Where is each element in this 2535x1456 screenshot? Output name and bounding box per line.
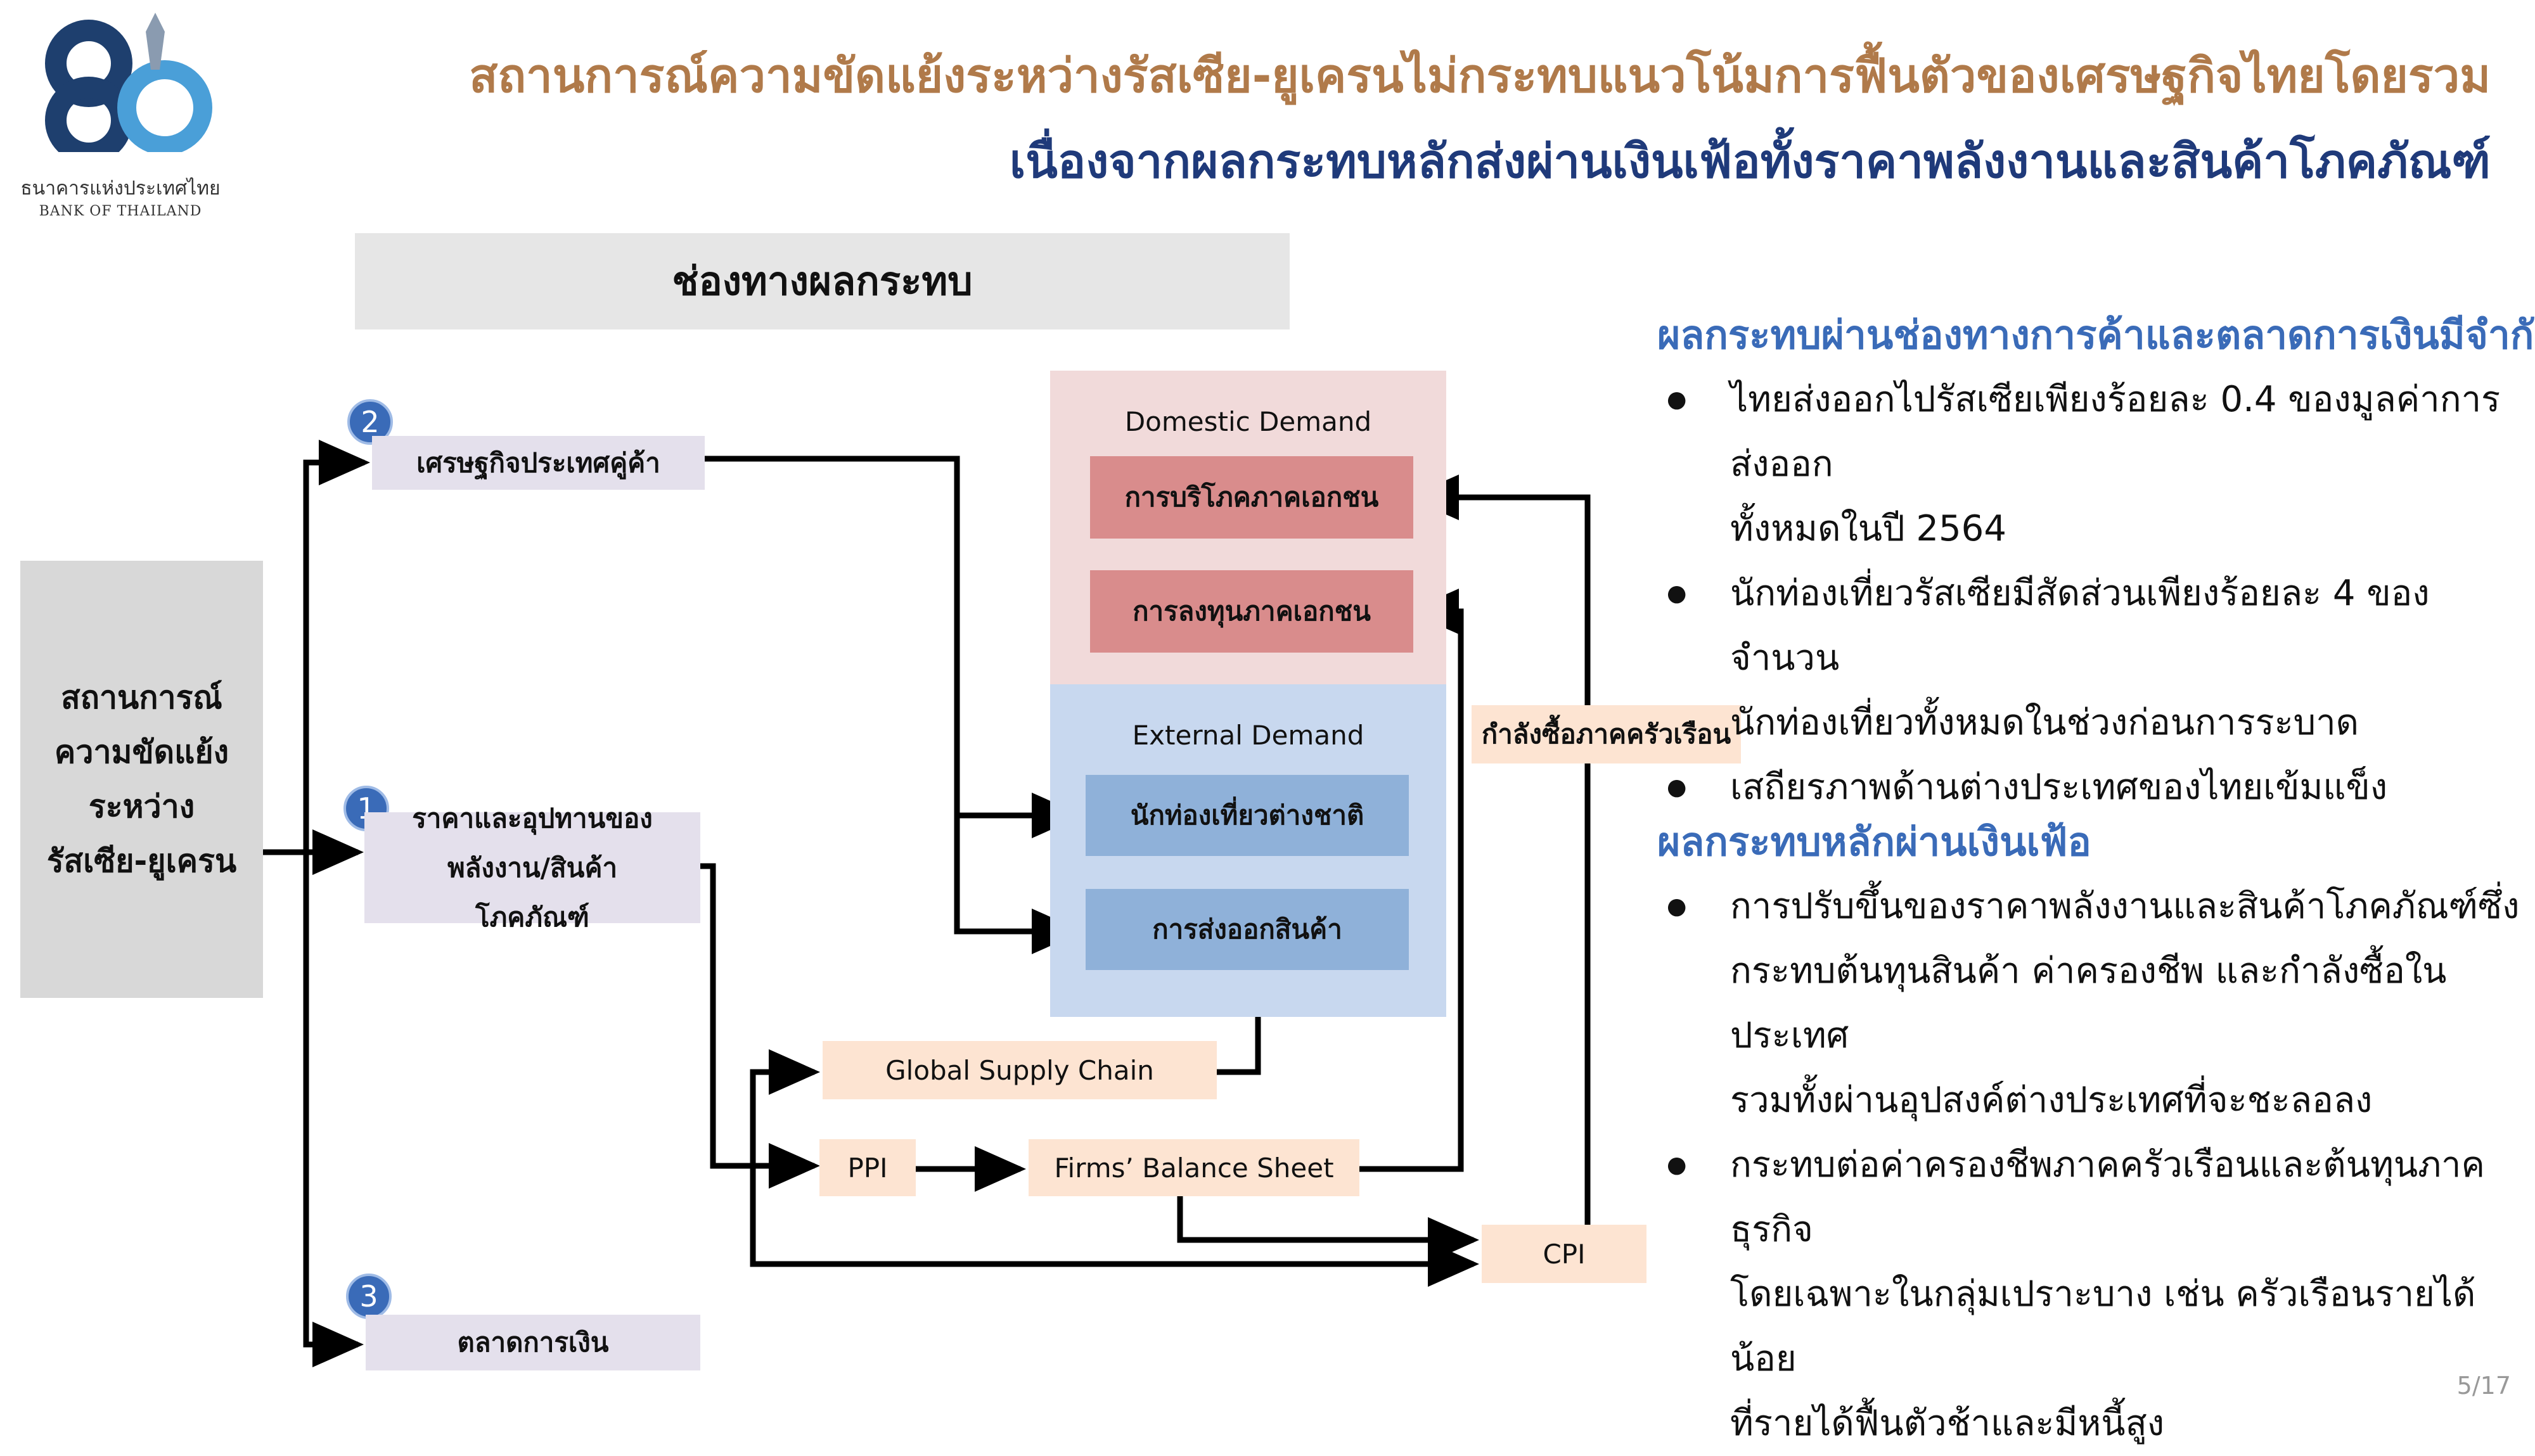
section2-bullet-list: การปรับขึ้นของราคาพลังงานและสินค้าโภคภัณ…	[1667, 874, 2522, 1456]
logo-name-en: BANK OF THAILAND	[39, 203, 202, 219]
goods-exports-box: การส่งออกสินค้า	[1086, 889, 1409, 970]
section2-bullet-1: การปรับขึ้นของราคาพลังงานและสินค้าโภคภัณ…	[1667, 874, 2522, 1133]
domestic-demand-panel: Domestic Demand การบริโภคภาคเอกชน การลงท…	[1050, 371, 1446, 684]
section2-bullet-2-line1: กระทบต่อค่าครองชีพภาคครัวเรือนและต้นทุนภ…	[1730, 1144, 2485, 1250]
section2-bullet-2: กระทบต่อค่าครองชีพภาคครัวเรือนและต้นทุนภ…	[1667, 1133, 2522, 1456]
diagram-header: ช่องทางผลกระทบ	[355, 233, 1290, 329]
source-conflict-label: สถานการณ์ ความขัดแย้ง ระหว่าง รัสเซีย-ยู…	[46, 679, 237, 879]
section1-bullet-2-line2: นักท่องเที่ยวทั้งหมดในช่วงก่อนการระบาด	[1730, 702, 2359, 743]
private-consumption-box: การบริโภคภาคเอกชน	[1090, 456, 1413, 539]
ppi-box: PPI	[819, 1139, 916, 1196]
logo-name-th: ธนาคารแห่งประเทศไทย	[20, 177, 221, 200]
page-title-line2: เนื่องจากผลกระทบหลักส่งผ่านเงินเฟ้อทั้งร…	[1009, 134, 2491, 189]
bot-logo: ธนาคารแห่งประเทศไทย BANK OF THAILAND	[19, 13, 222, 219]
section1-bullet-1-line1: ไทยส่งออกไปรัสเซียเพียงร้อยละ 0.4 ของมูล…	[1730, 379, 2501, 485]
section2-bullet-1-line3: รวมทั้งผ่านอุปสงค์ต่างประเทศที่จะชะลอลง	[1730, 1080, 2373, 1121]
external-demand-panel: External Demand นักท่องเที่ยวต่างชาติ กา…	[1050, 684, 1446, 1017]
channel-energy-prices: ราคาและอุปทานของ พลังงาน/สินค้าโภคภัณฑ์	[364, 803, 700, 933]
section1-bullet-list: ไทยส่งออกไปรัสเซียเพียงร้อยละ 0.4 ของมูล…	[1667, 367, 2522, 820]
section2-bullet-1-line2: กระทบต้นทุนสินค้า ค่าครองชีพ และกำลังซื้…	[1730, 950, 2447, 1056]
diagram-connectors	[263, 440, 1591, 1367]
page-title-line1: สถานการณ์ความขัดแย้งระหว่างรัสเซีย-ยูเคร…	[469, 49, 2491, 103]
channel-trade-partner: เศรษฐกิจประเทศคู่ค้า	[372, 436, 705, 490]
cpi-box: CPI	[1482, 1225, 1646, 1283]
external-demand-title: External Demand	[1132, 719, 1364, 751]
section2-bullet-1-line1: การปรับขึ้นของราคาพลังงานและสินค้าโภคภัณ…	[1730, 886, 2520, 927]
section1-bullet-2: นักท่องเที่ยวรัสเซียมีสัดส่วนเพียงร้อยละ…	[1667, 561, 2522, 755]
global-supply-chain-box: Global Supply Chain	[823, 1041, 1217, 1099]
household-purchasing-power-box: กำลังซื้อภาคครัวเรือน	[1472, 705, 1741, 763]
section1-bullet-3: เสถียรภาพด้านต่างประเทศของไทยเข้มแข็ง	[1667, 755, 2522, 820]
section1-bullet-1-line2: ทั้งหมดในปี 2564	[1730, 508, 2006, 549]
section1-bullet-1: ไทยส่งออกไปรัสเซียเพียงร้อยละ 0.4 ของมูล…	[1667, 367, 2522, 561]
private-investment-box: การลงทุนภาคเอกชน	[1090, 570, 1413, 653]
section2-bullet-2-line3: ที่รายได้ฟื้นตัวช้าและมีหนี้สูง	[1730, 1403, 2165, 1444]
channel-number-3: 3	[346, 1274, 392, 1319]
section2-heading: ผลกระทบหลักผ่านเงินเฟ้อ	[1657, 819, 2091, 865]
page-number: 5/17	[2456, 1372, 2511, 1400]
domestic-demand-title: Domestic Demand	[1124, 406, 1372, 437]
section1-bullet-2-line1: นักท่องเที่ยวรัสเซียมีสัดส่วนเพียงร้อยละ…	[1730, 573, 2430, 679]
firms-balance-sheet-box: Firms’ Balance Sheet	[1029, 1139, 1359, 1196]
section1-bullet-3-line1: เสถียรภาพด้านต่างประเทศของไทยเข้มแข็ง	[1730, 767, 2388, 808]
channel-financial-market: ตลาดการเงิน	[366, 1315, 700, 1370]
section2-bullet-2-line2: โดยเฉพาะในกลุ่มเปราะบาง เช่น ครัวเรือนรา…	[1730, 1274, 2476, 1379]
source-conflict-box: สถานการณ์ ความขัดแย้ง ระหว่าง รัสเซีย-ยู…	[20, 561, 263, 998]
foreign-tourists-box: นักท่องเที่ยวต่างชาติ	[1086, 775, 1409, 856]
section1-heading: ผลกระทบผ่านช่องทางการค้าและตลาดการเงินมี…	[1657, 312, 2535, 358]
